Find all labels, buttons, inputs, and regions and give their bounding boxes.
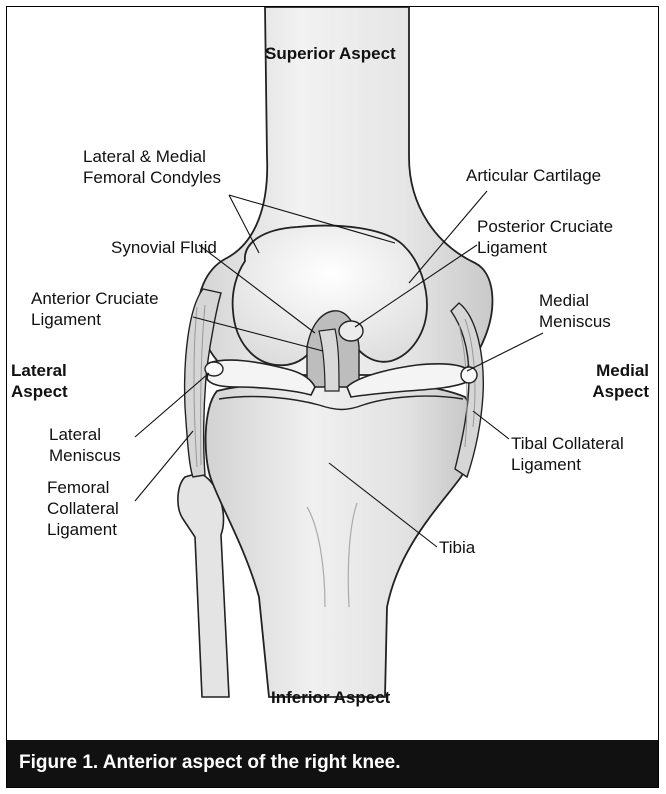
figure-caption: Figure 1. Anterior aspect of the right k… — [19, 751, 400, 775]
tibia-label: Tibia — [439, 537, 475, 558]
fibula — [178, 473, 229, 697]
pcl-label-line1: Posterior Cruciate — [477, 216, 613, 237]
lateral-meniscus-label-line1: Lateral — [49, 424, 101, 445]
tibial-collateral-label-line1: Tibal Collateral — [511, 433, 624, 454]
pcl-label-line2: Ligament — [477, 237, 547, 258]
inferior-aspect-label: Inferior Aspect — [271, 687, 390, 708]
medial-aspect-label-line1: Medial — [567, 360, 649, 381]
figure-frame: Superior Aspect Lateral & Medial Femoral… — [6, 6, 659, 788]
femoral-condyles-label-line2: Femoral Condyles — [83, 167, 221, 188]
superior-aspect-label: Superior Aspect — [265, 43, 396, 64]
femoral-collateral-label-line3: Ligament — [47, 519, 117, 540]
articular-cartilage-label: Articular Cartilage — [466, 165, 601, 186]
lateral-meniscus-label-line2: Meniscus — [49, 445, 121, 466]
medial-aspect-label-line2: Aspect — [567, 381, 649, 402]
medial-meniscus-label-line2: Meniscus — [539, 311, 611, 332]
caption-bar: Figure 1. Anterior aspect of the right k… — [7, 740, 658, 787]
femoral-collateral-label-line1: Femoral — [47, 477, 109, 498]
acl-label-line2: Ligament — [31, 309, 101, 330]
lateral-aspect-label-line2: Aspect — [11, 381, 68, 402]
medial-meniscus-label-line1: Medial — [539, 290, 589, 311]
tibia — [206, 381, 473, 697]
tibial-collateral-label-line2: Ligament — [511, 454, 581, 475]
femoral-condyles-label-line1: Lateral & Medial — [83, 146, 206, 167]
knee-illustration — [7, 7, 659, 788]
femoral-collateral-label-line2: Collateral — [47, 498, 119, 519]
lateral-aspect-label-line1: Lateral — [11, 360, 67, 381]
synovial-fluid-label: Synovial Fluid — [111, 237, 217, 258]
acl-label-line1: Anterior Cruciate — [31, 288, 159, 309]
